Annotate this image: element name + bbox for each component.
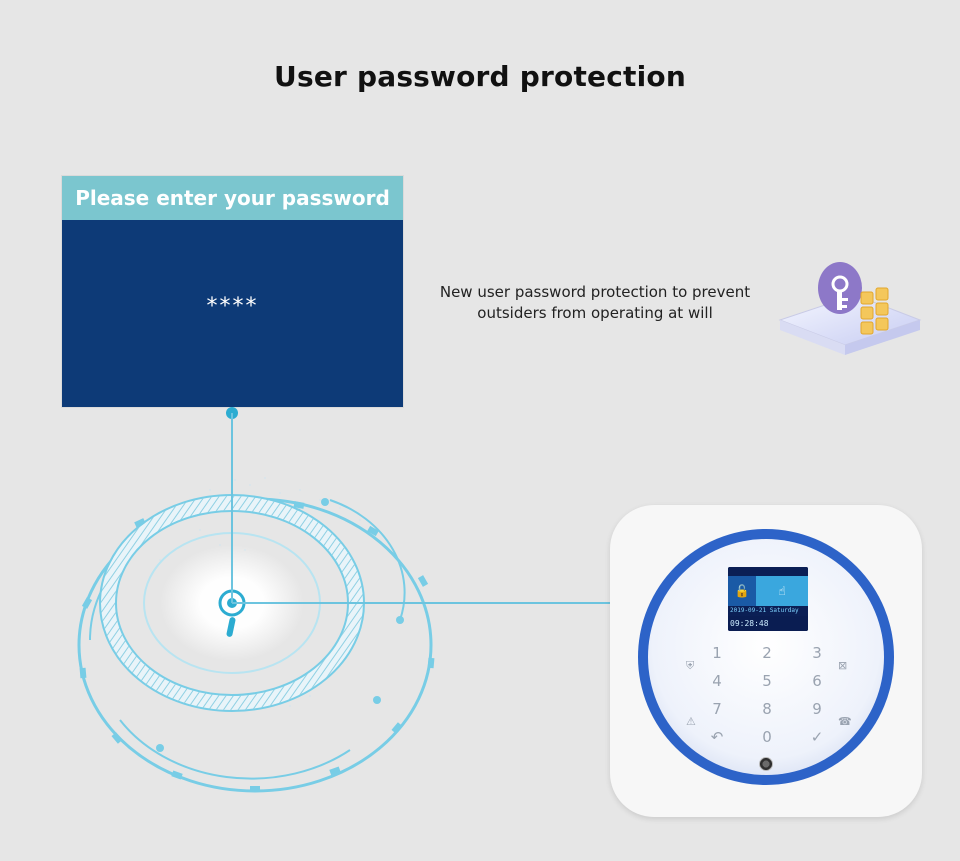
screen-date: 2019-09-21 Saturday	[728, 606, 808, 616]
device-screen: 🔓 ☝ 2019-09-21 Saturday 09:28:48	[728, 567, 808, 631]
key-1[interactable]: 1	[712, 644, 722, 662]
keypad: 1 2 3 4 5 6 7 8 9 ↶ 0 ✓	[702, 643, 832, 753]
password-mask: ****	[206, 294, 259, 319]
key-3[interactable]: 3	[812, 644, 822, 662]
phone-icon[interactable]: ☎	[838, 715, 852, 728]
screen-icon-row: 🔓 ☝	[728, 576, 808, 606]
key-0[interactable]: 0	[762, 728, 772, 746]
description: New user password protection to prevent …	[420, 282, 770, 324]
key-6[interactable]: 6	[812, 672, 822, 690]
screen-time: 09:28:48	[728, 616, 808, 631]
description-line-2: outsiders from operating at will	[477, 304, 713, 322]
ok-key[interactable]: ✓	[810, 728, 824, 746]
unlock-icon: 🔓	[728, 576, 756, 606]
disarm-icon[interactable]: ⊠	[838, 659, 848, 672]
radial-graphic	[77, 407, 620, 793]
key-icon	[770, 250, 930, 375]
password-panel-header: Please enter your password	[62, 176, 403, 220]
arm-away-icon[interactable]: ⛨	[686, 659, 695, 672]
alarm-panel-device: 🔓 ☝ 2019-09-21 Saturday 09:28:48 1 2 3 4…	[610, 505, 922, 817]
description-line-1: New user password protection to prevent	[439, 283, 751, 301]
key-5[interactable]: 5	[762, 672, 772, 690]
password-panel: Please enter your password ****	[62, 176, 403, 407]
back-key[interactable]: ↶	[710, 728, 724, 746]
page-title: User password protection	[274, 60, 686, 93]
sos-icon[interactable]: ⚠	[686, 715, 696, 728]
key-7[interactable]: 7	[712, 700, 722, 718]
key-2[interactable]: 2	[762, 644, 772, 662]
key-4[interactable]: 4	[712, 672, 722, 690]
sensor-icon	[759, 757, 773, 771]
key-8[interactable]: 8	[762, 700, 772, 718]
screen-status-bar	[728, 567, 808, 576]
key-9[interactable]: 9	[812, 700, 822, 718]
hand-tap-icon: ☝	[756, 576, 808, 606]
